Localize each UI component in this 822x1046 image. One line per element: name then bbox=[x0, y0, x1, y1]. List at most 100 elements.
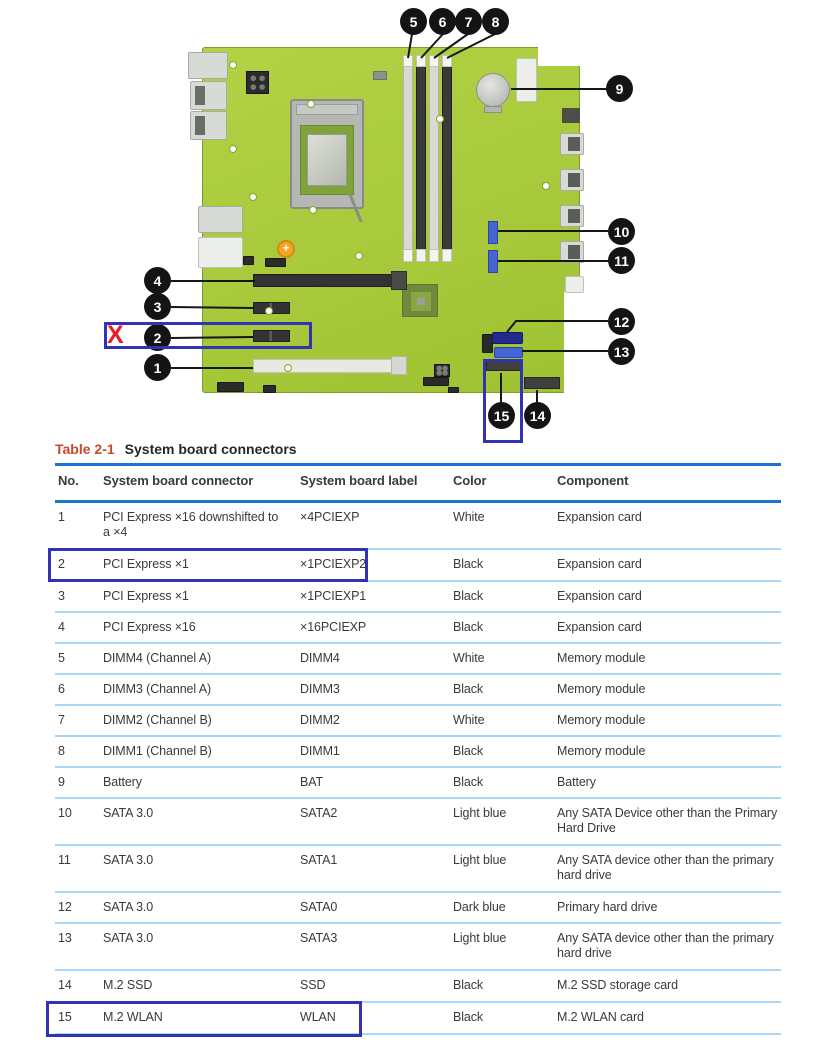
mounting-hole bbox=[542, 182, 550, 190]
callout-7: 7 bbox=[455, 8, 482, 35]
orange-grommet: + bbox=[277, 240, 295, 258]
column-header-no: No. bbox=[58, 473, 79, 488]
dimm-latch bbox=[429, 55, 439, 67]
callout-13: 13 bbox=[608, 338, 635, 365]
table-caption-title: System board connectors bbox=[124, 441, 297, 457]
pcie-white-latch bbox=[391, 356, 407, 375]
usb-port-left-2 bbox=[190, 111, 227, 140]
callout-1: 1 bbox=[144, 354, 171, 381]
callout-11: 11 bbox=[608, 247, 635, 274]
chipset-core bbox=[417, 298, 425, 305]
usb-port-right-3 bbox=[560, 205, 584, 227]
usb-port-right-1 bbox=[560, 133, 584, 155]
sata0-connector bbox=[492, 332, 523, 344]
mounting-hole bbox=[265, 307, 273, 315]
sata1-connector bbox=[488, 250, 498, 273]
x-mark-annotation: X bbox=[107, 321, 124, 349]
column-header-color: Color bbox=[453, 473, 487, 488]
audio-jack bbox=[188, 52, 228, 79]
connector-table: No. System board connector System board … bbox=[55, 463, 781, 1035]
cpu-power-4pin-connector bbox=[246, 71, 269, 94]
highlight-rect-table-row-2 bbox=[48, 548, 368, 582]
component-right-dark bbox=[562, 108, 580, 123]
power-connector bbox=[198, 237, 243, 268]
usb-port-right-2 bbox=[560, 169, 584, 191]
callout-3: 3 bbox=[144, 293, 171, 320]
column-header-component: Component bbox=[557, 473, 629, 488]
pcie-x1-slot-2 bbox=[253, 330, 290, 342]
small-header bbox=[263, 385, 276, 393]
jumper bbox=[243, 256, 254, 265]
callout-9: 9 bbox=[606, 75, 633, 102]
mounting-hole bbox=[229, 145, 237, 153]
column-header-connector: System board connector bbox=[103, 473, 254, 488]
callout-15: 15 bbox=[488, 402, 515, 429]
callout-4: 4 bbox=[144, 267, 171, 294]
callout-14: 14 bbox=[524, 402, 551, 429]
column-header-label: System board label bbox=[300, 473, 418, 488]
small-component bbox=[373, 71, 387, 80]
usb-port-left-1 bbox=[190, 81, 227, 110]
dimm-latch bbox=[416, 55, 426, 67]
callout-8: 8 bbox=[482, 8, 509, 35]
table-caption: Table 2-1 System board connectors bbox=[55, 441, 297, 457]
chipset bbox=[402, 284, 438, 317]
callout-5: 5 bbox=[400, 8, 427, 35]
chipset-inner bbox=[411, 292, 431, 311]
m2-ssd-slot bbox=[524, 377, 560, 389]
mounting-hole bbox=[249, 193, 257, 201]
dimm-latch bbox=[416, 249, 426, 262]
battery bbox=[476, 73, 510, 107]
callout-12: 12 bbox=[608, 308, 635, 335]
dimm-latch bbox=[442, 55, 452, 67]
mounting-hole bbox=[229, 61, 237, 69]
dimm-latch bbox=[442, 249, 452, 262]
mounting-hole bbox=[436, 115, 444, 123]
mounting-hole bbox=[284, 364, 292, 372]
header-top-right bbox=[516, 58, 537, 102]
cpu-socket bbox=[290, 99, 364, 223]
table-header-row: No. System board connector System board … bbox=[55, 466, 781, 503]
header-right-white bbox=[565, 276, 584, 293]
cpu-retention-bracket bbox=[296, 104, 358, 115]
mounting-hole bbox=[309, 206, 317, 214]
front-panel-header bbox=[217, 382, 244, 392]
lan-connector bbox=[198, 206, 243, 233]
mounting-hole bbox=[355, 252, 363, 260]
battery-clip bbox=[484, 106, 502, 113]
dimm-latch bbox=[403, 249, 413, 262]
callout-10: 10 bbox=[608, 218, 635, 245]
board-notch-bottom-right bbox=[564, 292, 582, 395]
header-4pin bbox=[434, 364, 450, 377]
usb-port-right-4 bbox=[560, 241, 584, 263]
bottom-header bbox=[423, 377, 449, 386]
highlight-rect-diagram-slot-2 bbox=[104, 322, 312, 349]
dimm-latch bbox=[429, 249, 439, 262]
cpu-die bbox=[307, 134, 347, 186]
mounting-hole bbox=[307, 100, 315, 108]
highlight-rect-diagram-wlan-15 bbox=[483, 359, 523, 443]
callout-leader-lines bbox=[170, 33, 608, 402]
pcie-x16-latch bbox=[391, 271, 407, 290]
tiny-header bbox=[448, 387, 459, 393]
sata2-connector bbox=[488, 221, 498, 244]
table-caption-label: Table 2-1 bbox=[55, 441, 115, 457]
sata3-connector bbox=[494, 347, 523, 358]
callout-6: 6 bbox=[429, 8, 456, 35]
